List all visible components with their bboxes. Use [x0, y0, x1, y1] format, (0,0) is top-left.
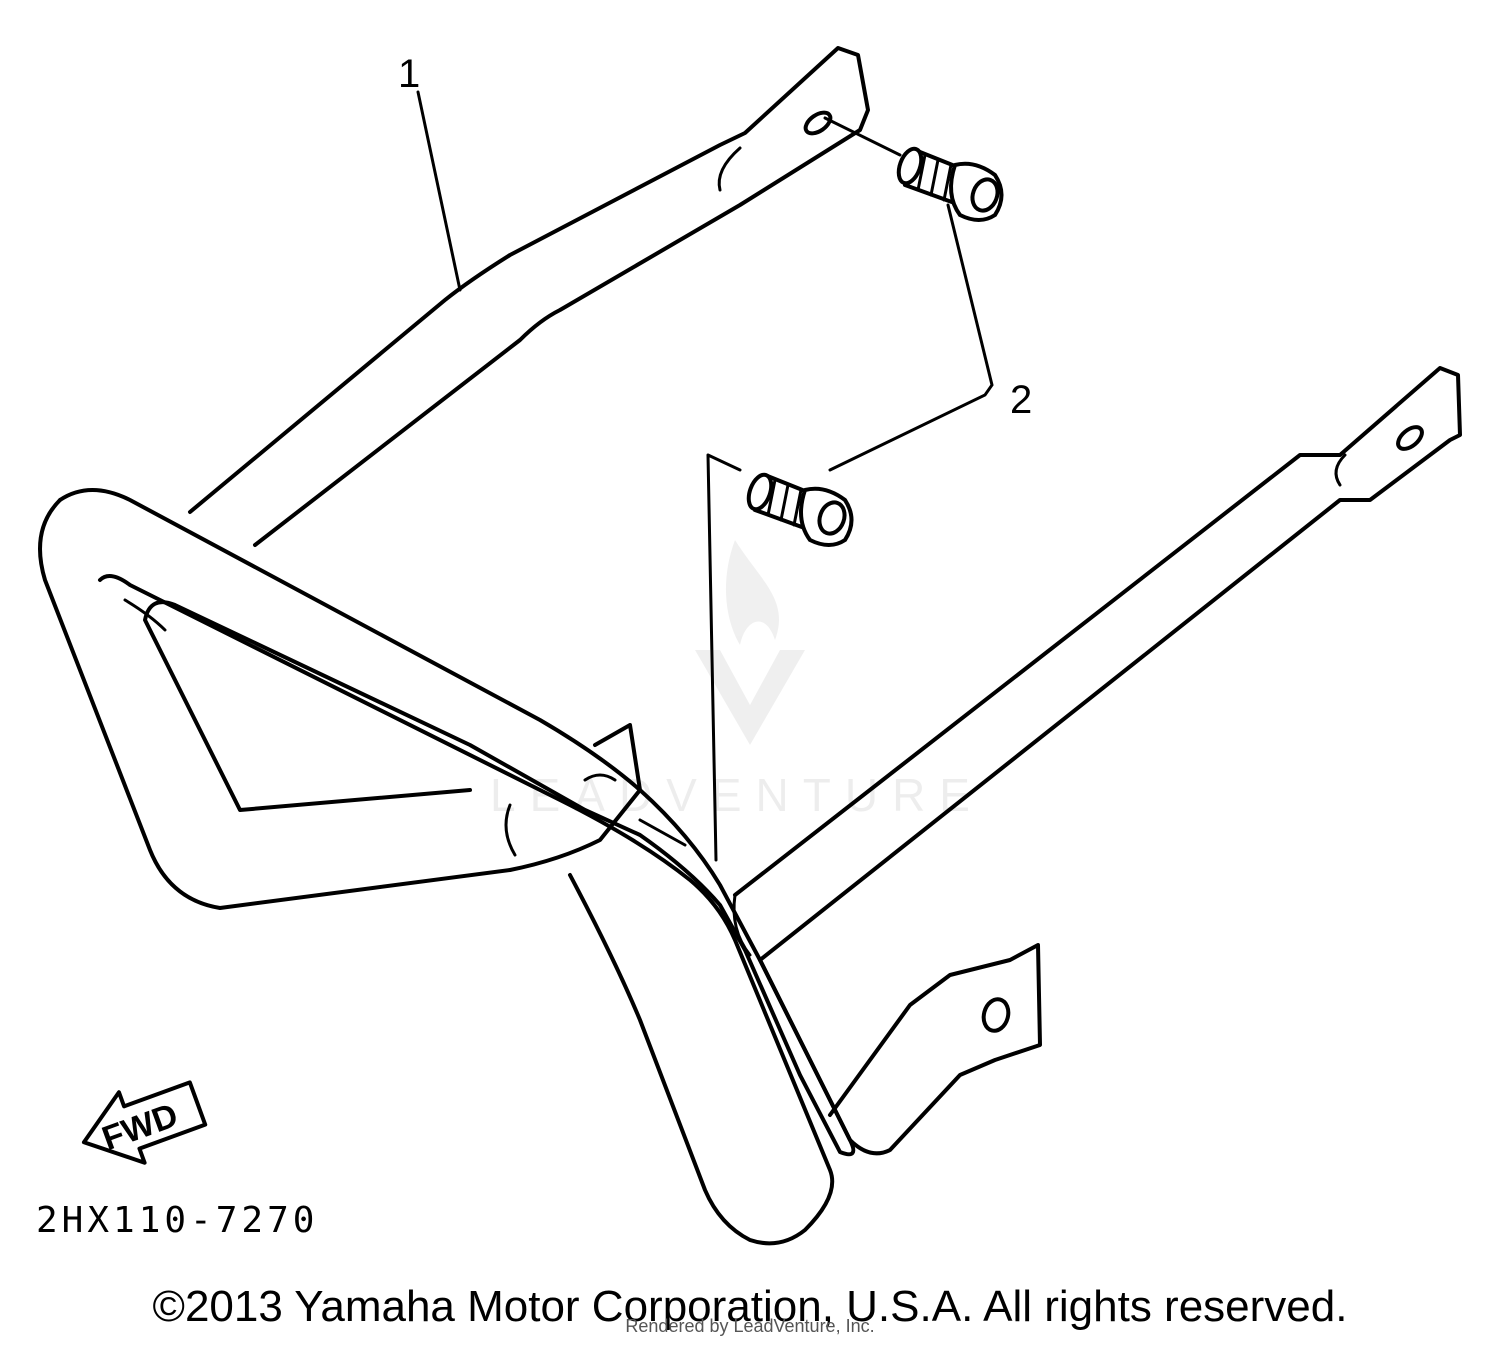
- bolt-lower: [746, 472, 854, 547]
- callout-part-1: 1: [398, 52, 421, 96]
- copyright-text: ©2013 Yamaha Motor Corporation, U.S.A. A…: [152, 1282, 1348, 1331]
- diagram-code: 2HX110-7270: [36, 1200, 319, 1241]
- rendered-by-text: Rendered by LeadVenture, Inc.: [625, 1316, 875, 1336]
- frame-right-bar: [733, 366, 1462, 962]
- bolt-upper: [896, 146, 1004, 222]
- watermark-text: LEADVENTURE: [490, 769, 984, 821]
- callout-part-2: 2: [1010, 378, 1033, 422]
- fwd-arrow-icon: FWD: [81, 1080, 208, 1165]
- frame-hidden-edge: [706, 453, 742, 862]
- frame-upper-left-bar: [188, 46, 870, 547]
- frame-main-bend: [38, 488, 1042, 1246]
- leader-lines: [416, 90, 994, 472]
- watermark-logo-icon: [695, 540, 805, 745]
